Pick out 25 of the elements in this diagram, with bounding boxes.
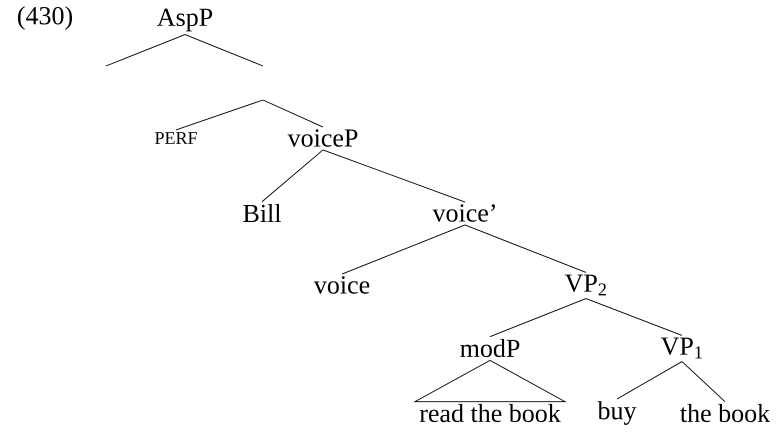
tree-label: VP$_{2}$ [564, 274, 606, 296]
branch-line [262, 100, 324, 128]
branch-line [616, 361, 682, 400]
branch-line [342, 224, 466, 275]
example-number: (430) [18, 6, 72, 30]
tree-label: VP$_{1}$ [660, 338, 702, 358]
tree-label: PERF [155, 132, 197, 144]
branch-line [322, 149, 466, 202]
branch-line [490, 298, 586, 338]
branch-line [184, 34, 264, 66]
tree-label: voice [314, 276, 370, 294]
branch-line [682, 361, 726, 402]
branch-line [586, 298, 682, 336]
tree-label: modP [460, 338, 520, 358]
branch-line [176, 100, 264, 130]
tree-label: voice’ [432, 204, 495, 222]
tree-label: the book [680, 404, 770, 422]
tree-label: Bill [243, 204, 281, 222]
branch-line [262, 149, 324, 202]
branch-line [464, 224, 586, 273]
tree-label: voiceP [288, 129, 358, 147]
tree-label: buy [598, 401, 636, 425]
tree-label: read the book [420, 404, 561, 422]
branch-line [106, 34, 186, 66]
tree-label: AspP [157, 8, 212, 32]
